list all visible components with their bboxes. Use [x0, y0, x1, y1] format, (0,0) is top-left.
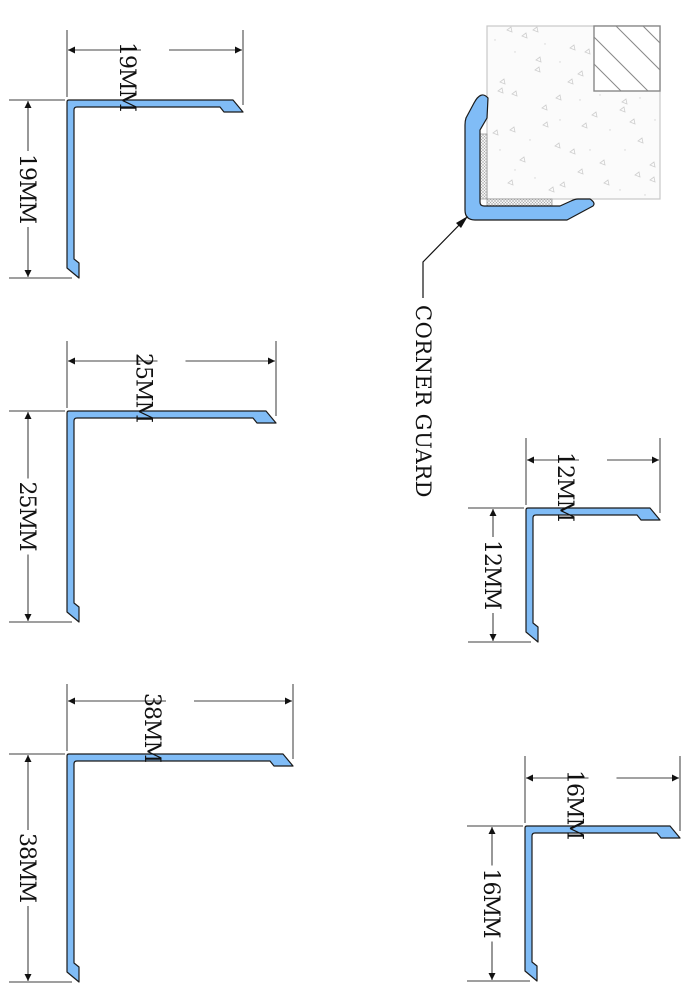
- angle-profile-16mm: 16MM 16MM: [467, 756, 681, 982]
- profile-shape: [525, 507, 661, 643]
- horizontal-dimension-label: 38MM: [139, 693, 164, 763]
- horizontal-dimension-label: 16MM: [562, 770, 587, 840]
- corner-guard-label: CORNER GUARD: [411, 305, 435, 498]
- angle-profile-25mm: 25MM 25MM: [9, 341, 277, 623]
- corner-guard-leader-line: [422, 217, 467, 298]
- vertical-dimension-label: 12MM: [479, 540, 504, 610]
- angle-profiles: 19MM 19MM 25MM 25MM 38MM 38MM 12MM 12MM 16MM 16MM: [9, 30, 681, 983]
- profile-shape: [66, 410, 277, 623]
- angle-profile-38mm: 38MM 38MM: [9, 684, 294, 983]
- horizontal-dimension-label: 19MM: [114, 42, 139, 112]
- vertical-dimension-label: 16MM: [478, 869, 503, 939]
- profile-shape: [524, 825, 681, 982]
- vertical-dimension-label: 19MM: [14, 154, 39, 224]
- leader-arrowhead: [456, 216, 468, 228]
- concrete-aggregate-specks: [492, 26, 656, 196]
- corner-guard-profile: [464, 94, 595, 221]
- vertical-dimension-label: 38MM: [14, 833, 39, 903]
- horizontal-dimension-label: 12MM: [552, 452, 577, 522]
- horizontal-dimension-label: 25MM: [131, 353, 156, 423]
- adhesive-strip-horizontal: [486, 198, 553, 207]
- angle-profile-19mm: 19MM 19MM: [9, 30, 244, 279]
- angle-profile-12mm: 12MM 12MM: [468, 438, 661, 643]
- rebar-hatched-section: [593, 25, 661, 92]
- adhesive-strip-vertical: [479, 133, 488, 200]
- profile-shape: [66, 753, 294, 983]
- corner-guard-detail: CORNER GUARD: [411, 25, 661, 498]
- profile-shape: [66, 99, 244, 279]
- vertical-dimension-label: 25MM: [14, 482, 39, 552]
